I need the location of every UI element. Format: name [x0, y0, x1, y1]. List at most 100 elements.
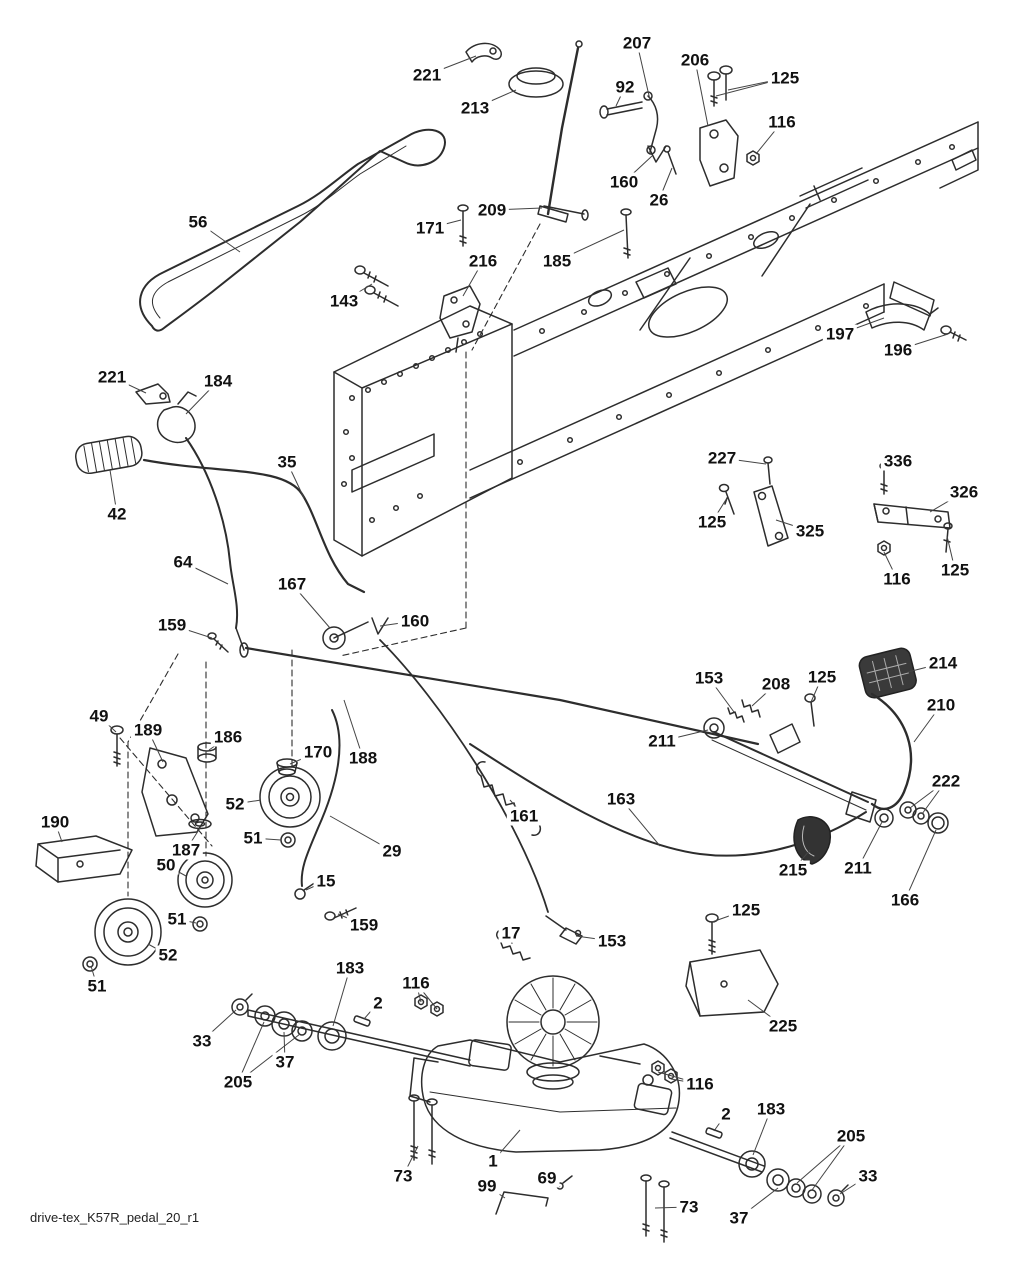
leader-line: [332, 967, 351, 1027]
shift-lever-drawing: [508, 40, 589, 223]
callout-51: 51: [164, 909, 190, 929]
leader-line: [343, 699, 364, 759]
callout-143: 143: [326, 291, 362, 311]
callout-211: 211: [645, 731, 679, 751]
callout-209: 209: [474, 200, 510, 220]
callout-205: 205: [220, 1072, 256, 1092]
callout-64: 64: [170, 552, 196, 572]
callout-222: 222: [928, 771, 964, 791]
callout-73: 73: [390, 1166, 416, 1186]
callout-51: 51: [84, 976, 110, 996]
callout-227: 227: [704, 448, 740, 468]
callout-190: 190: [37, 812, 73, 832]
callout-196: 196: [880, 340, 916, 360]
callout-153: 153: [691, 668, 727, 688]
callout-49: 49: [86, 706, 112, 726]
callout-42: 42: [104, 504, 130, 524]
callout-170: 170: [300, 742, 336, 762]
callout-15: 15: [313, 871, 339, 891]
leader-line: [237, 1021, 265, 1083]
callout-221: 221: [94, 367, 130, 387]
callout-116: 116: [765, 112, 799, 132]
callout-216: 216: [465, 251, 501, 271]
callout-159: 159: [154, 615, 190, 635]
handle-grip-drawing: [75, 435, 143, 475]
callout-26: 26: [646, 190, 672, 210]
callout-186: 186: [210, 727, 246, 747]
callout-116: 116: [399, 973, 433, 993]
callout-214: 214: [925, 653, 961, 673]
callout-208: 208: [758, 674, 794, 694]
callout-215: 215: [775, 860, 811, 880]
callout-185: 185: [539, 251, 575, 271]
callout-326: 326: [946, 482, 982, 502]
callout-35: 35: [274, 452, 300, 472]
callout-2: 2: [718, 1104, 734, 1124]
callout-51: 51: [240, 828, 266, 848]
callout-50: 50: [153, 855, 179, 875]
callout-37: 37: [726, 1208, 752, 1228]
callout-187: 187: [168, 840, 204, 860]
callout-99: 99: [474, 1176, 500, 1196]
callout-125: 125: [728, 900, 764, 920]
callout-189: 189: [130, 720, 166, 740]
frame-brackets-drawing: [354, 204, 967, 556]
callout-171: 171: [412, 218, 448, 238]
callout-183: 183: [753, 1099, 789, 1119]
callout-116: 116: [683, 1074, 717, 1094]
callout-69: 69: [534, 1168, 560, 1188]
callout-188: 188: [345, 748, 381, 768]
callout-160: 160: [606, 172, 642, 192]
callout-125: 125: [804, 667, 840, 687]
callout-325: 325: [792, 521, 828, 541]
drawing-id-text: drive-tex_K57R_pedal_20_r1: [30, 1210, 200, 1225]
callout-205: 205: [833, 1126, 869, 1146]
callout-33: 33: [855, 1166, 881, 1186]
callout-206: 206: [677, 50, 713, 70]
drive-belt-drawing: [139, 128, 446, 332]
idler-pulleys-drawing: [35, 725, 321, 972]
callout-163: 163: [603, 789, 639, 809]
callout-207: 207: [619, 33, 655, 53]
leader-line: [694, 59, 709, 127]
callout-160: 160: [397, 611, 433, 631]
callout-52: 52: [222, 794, 248, 814]
top-linkage-drawing: [465, 42, 760, 187]
callout-56: 56: [185, 212, 211, 232]
callout-211: 211: [841, 858, 875, 878]
callout-166: 166: [887, 890, 923, 910]
construction-dashed-lines: [119, 223, 541, 897]
callout-167: 167: [274, 574, 310, 594]
chassis-frame-drawing: [119, 121, 979, 897]
callout-2: 2: [370, 993, 386, 1013]
callout-125: 125: [937, 560, 973, 580]
callout-183: 183: [332, 958, 368, 978]
callout-153: 153: [594, 931, 630, 951]
callout-33: 33: [189, 1031, 215, 1051]
callout-1: 1: [485, 1151, 501, 1171]
callout-197: 197: [822, 324, 858, 344]
callout-184: 184: [200, 371, 236, 391]
callout-210: 210: [923, 695, 959, 715]
callout-52: 52: [155, 945, 181, 965]
callout-29: 29: [379, 841, 405, 861]
callout-125: 125: [767, 68, 803, 88]
callout-92: 92: [612, 77, 638, 97]
callout-336: 336: [880, 451, 916, 471]
callout-73: 73: [676, 1197, 702, 1217]
callout-116: 116: [880, 569, 914, 589]
callout-221: 221: [409, 65, 445, 85]
callout-37: 37: [272, 1052, 298, 1072]
callout-159: 159: [346, 915, 382, 935]
frame-holes: [340, 143, 956, 524]
transaxle-drawing: [231, 913, 849, 1243]
callout-213: 213: [457, 98, 493, 118]
leader-line: [904, 829, 937, 901]
callout-17: 17: [498, 923, 524, 943]
callout-161: 161: [506, 806, 542, 826]
callout-225: 225: [765, 1016, 801, 1036]
pedal-assembly-drawing: [703, 647, 949, 865]
